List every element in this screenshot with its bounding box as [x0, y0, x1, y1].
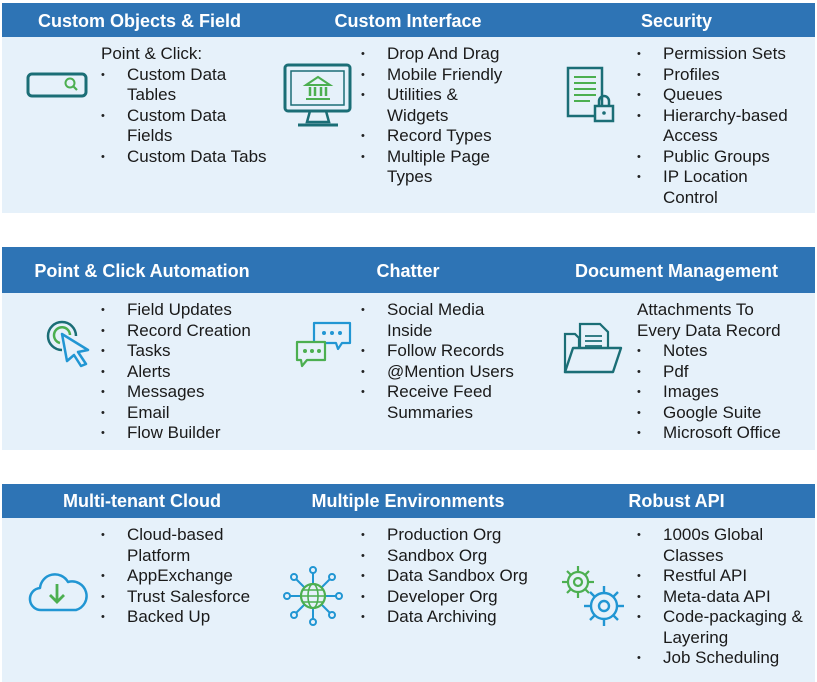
section-title-robust-api: Robust API — [628, 491, 725, 511]
section-title-custom-objects: Custom Objects & Field — [37, 11, 242, 31]
section-body-custom-objects: Point & Click: Custom Data Tables Custom… — [101, 44, 271, 167]
list-item: Messages — [101, 382, 271, 403]
monitor-building-icon — [283, 63, 352, 127]
list-item: Utilities & Widgets — [361, 85, 477, 126]
list-item: Job Scheduling — [637, 648, 815, 669]
list-item: Production Org — [361, 525, 536, 546]
cursor-click-icon — [46, 320, 90, 368]
chat-bubbles-icon — [295, 321, 352, 368]
list-item: Sandbox Org — [361, 546, 536, 567]
list-item: Permission Sets — [637, 44, 812, 65]
section-lead: Point & Click: — [101, 44, 203, 63]
section-body-robust-api: 1000s Global Classes Restful API Meta-da… — [637, 525, 815, 669]
document-lock-icon — [566, 66, 615, 123]
list-item: Email — [101, 403, 271, 424]
list-item: Drop And Drag — [361, 44, 536, 65]
list-item: Alerts — [101, 362, 271, 383]
list-item: Code-packaging & Layering — [637, 607, 813, 648]
list-item: Record Creation — [101, 321, 271, 342]
list-item: Public Groups — [637, 147, 812, 168]
list-item: Custom Data Fields — [101, 106, 227, 147]
list-item: Custom Data Tables — [101, 65, 227, 106]
list-item: Restful API — [637, 566, 815, 587]
section-body-security: Permission Sets Profiles Queues Hierarch… — [637, 44, 812, 208]
section-title-security: Security — [640, 11, 713, 31]
list-item: Images — [637, 382, 813, 403]
list-item: Backed Up — [101, 607, 271, 628]
list-item: AppExchange — [101, 566, 271, 587]
row-1-header — [2, 3, 815, 37]
section-body-automation: Field Updates Record Creation Tasks Aler… — [101, 300, 271, 444]
list-item: Google Suite — [637, 403, 813, 424]
list-item: 1000s Global Classes — [637, 525, 783, 566]
gears-icon — [562, 566, 624, 626]
list-item: Custom Data Tabs — [101, 147, 271, 168]
list-item: Follow Records — [361, 341, 536, 362]
section-title-multiple-environments: Multiple Environments — [311, 491, 505, 511]
list-item: Developer Org — [361, 587, 536, 608]
folder-document-icon — [563, 322, 623, 374]
row-2-header — [2, 247, 815, 293]
list-item: Data Sandbox Org — [361, 566, 536, 587]
search-field-icon — [26, 72, 88, 98]
section-lead: Attachments To Every Data Record — [637, 300, 781, 340]
section-title-chatter: Chatter — [376, 261, 440, 281]
globe-network-icon — [283, 566, 343, 626]
list-item: Social Media Inside — [361, 300, 497, 341]
list-item: Multiple Page Types — [361, 147, 507, 188]
list-item: @Mention Users — [361, 362, 536, 383]
section-title-automation: Point & Click Automation — [34, 261, 250, 281]
list-item: Data Archiving — [361, 607, 536, 628]
section-body-document-management: Attachments To Every Data Record Notes P… — [637, 300, 813, 444]
section-body-multi-tenant-cloud: Cloud-based Platform AppExchange Trust S… — [101, 525, 271, 628]
list-item: Microsoft Office — [637, 423, 813, 444]
list-item: Record Types — [361, 126, 536, 147]
section-title-custom-interface: Custom Interface — [334, 11, 482, 31]
list-item: Flow Builder — [101, 423, 271, 444]
list-item: Mobile Friendly — [361, 65, 536, 86]
list-item: Queues — [637, 85, 812, 106]
row-3-header — [2, 484, 815, 518]
list-item: Meta-data API — [637, 587, 815, 608]
list-item: Profiles — [637, 65, 812, 86]
list-item: Cloud-based Platform — [101, 525, 237, 566]
list-item: Hierarchy-based Access — [637, 106, 803, 147]
section-title-document-management: Document Management — [574, 261, 779, 281]
list-item: IP Location Control — [637, 167, 763, 208]
section-body-multiple-environments: Production Org Sandbox Org Data Sandbox … — [361, 525, 536, 628]
list-item: Trust Salesforce — [101, 587, 271, 608]
list-item: Pdf — [637, 362, 813, 383]
list-item: Receive Feed Summaries — [361, 382, 507, 423]
section-title-multi-tenant-cloud: Multi-tenant Cloud — [63, 491, 221, 511]
cloud-download-icon — [28, 573, 88, 612]
list-item: Tasks — [101, 341, 271, 362]
list-item: Field Updates — [101, 300, 271, 321]
list-item: Notes — [637, 341, 813, 362]
section-body-custom-interface: Drop And Drag Mobile Friendly Utilities … — [361, 44, 536, 188]
section-body-chatter: Social Media Inside Follow Records @Ment… — [361, 300, 536, 423]
